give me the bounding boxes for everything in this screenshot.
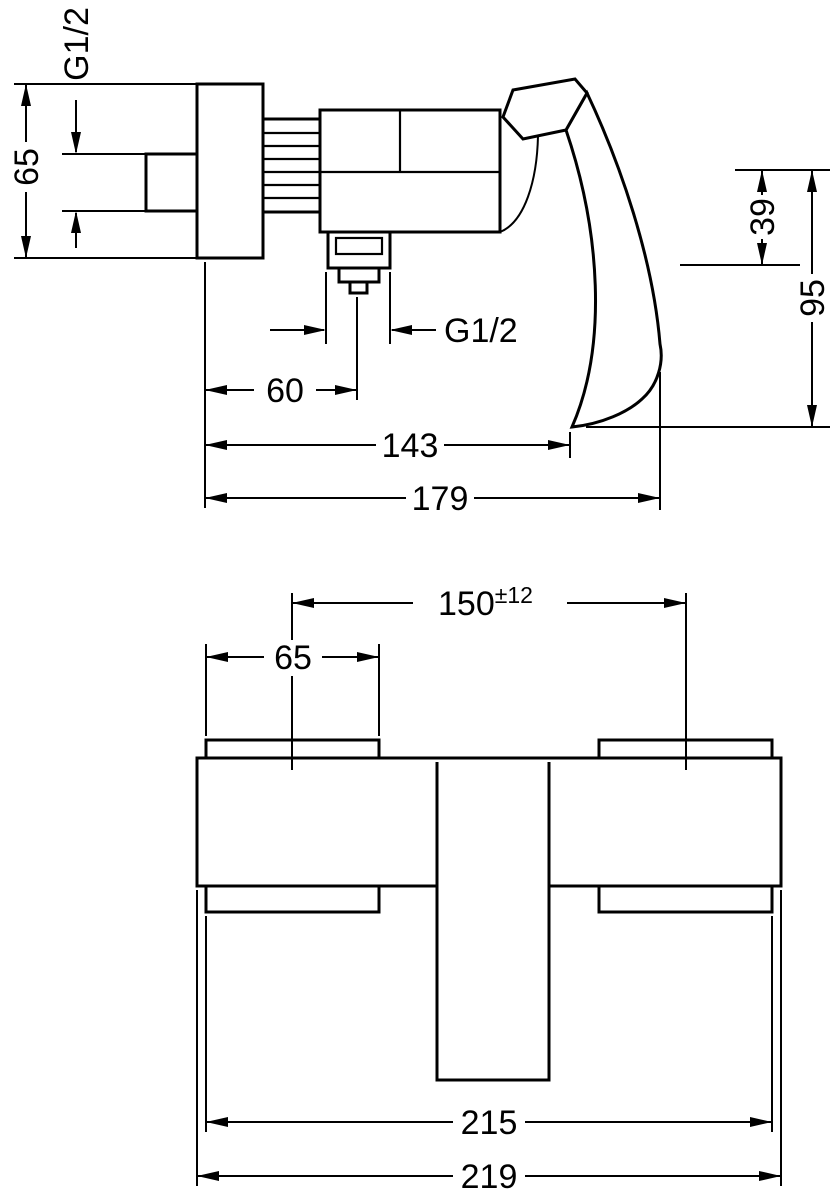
arrowhead (638, 493, 660, 503)
dim-flange-height-label: 65 (8, 148, 46, 186)
arrowhead (750, 1117, 772, 1127)
arrowhead (292, 598, 314, 608)
dim-95-label: 95 (794, 279, 832, 317)
dim-outlet-thread-label: G1/2 (444, 312, 518, 350)
arrowhead (21, 84, 31, 106)
dim-flange-height: 65 (8, 83, 197, 259)
arrowhead (71, 132, 81, 154)
inlet-stub (144, 152, 199, 213)
dim-150-value: 150 (438, 585, 495, 623)
arrowhead (206, 1117, 228, 1127)
arrowhead (757, 170, 767, 192)
dim-axis-to-outlet: 39 (680, 169, 830, 266)
arrowhead (205, 493, 227, 503)
dim-wall-to-handle-tip: 143 (205, 427, 571, 465)
dim-143-label: 143 (382, 427, 439, 465)
dim-overall-width: 219 (196, 890, 782, 1196)
dim-150-label: 150±12 (438, 582, 533, 623)
arrowhead (205, 440, 227, 450)
dim-outlet-thread: G1/2 (270, 272, 518, 350)
arrowhead (548, 440, 570, 450)
arrowhead (21, 236, 31, 258)
arrowhead (206, 652, 228, 662)
dim-wall-to-outlet: 60 (205, 297, 358, 410)
arrowhead (757, 243, 767, 265)
dim-179-label: 179 (412, 480, 469, 518)
arrowhead (807, 170, 817, 192)
dim-flange-width: 65 (205, 639, 380, 736)
union-nut (261, 117, 322, 214)
handle-column (435, 762, 551, 1082)
arrowhead (304, 325, 326, 335)
aerator (337, 266, 381, 284)
dim-inlet-thread-label: G1/2 (58, 7, 96, 81)
dim-connection-distance: 150±12 (291, 582, 687, 770)
arrowhead (664, 598, 686, 608)
dim-60-label: 60 (266, 372, 304, 410)
handle-lever (564, 89, 663, 429)
dim-150-tolerance: ±12 (495, 582, 533, 608)
arrowhead (205, 385, 227, 395)
dim-39-label: 39 (744, 198, 782, 236)
arrowhead (390, 325, 412, 335)
outlet-nipple (348, 280, 369, 295)
arrowhead (357, 652, 379, 662)
wall-flange (195, 82, 265, 260)
dim-65-front-label: 65 (274, 639, 312, 677)
arrowhead (71, 211, 81, 233)
dim-axis-to-handle: 95 (586, 170, 832, 428)
front-view: 150±12 65 215 (195, 582, 783, 1196)
dim-219-label: 219 (461, 1158, 518, 1196)
cartridge-dome (499, 135, 539, 233)
dim-flange-span: 215 (205, 916, 773, 1142)
arrowhead (197, 1171, 219, 1181)
side-view: G1/2 65 39 95 (8, 7, 832, 518)
arrowhead (335, 385, 357, 395)
outlet-insert (334, 236, 384, 256)
arrowhead (807, 405, 817, 427)
handle-base (501, 77, 589, 141)
dim-215-label: 215 (461, 1104, 518, 1142)
arrowhead (759, 1171, 781, 1181)
dim-max-depth: 179 (205, 372, 661, 518)
dim-inlet-thread: G1/2 (58, 7, 146, 248)
